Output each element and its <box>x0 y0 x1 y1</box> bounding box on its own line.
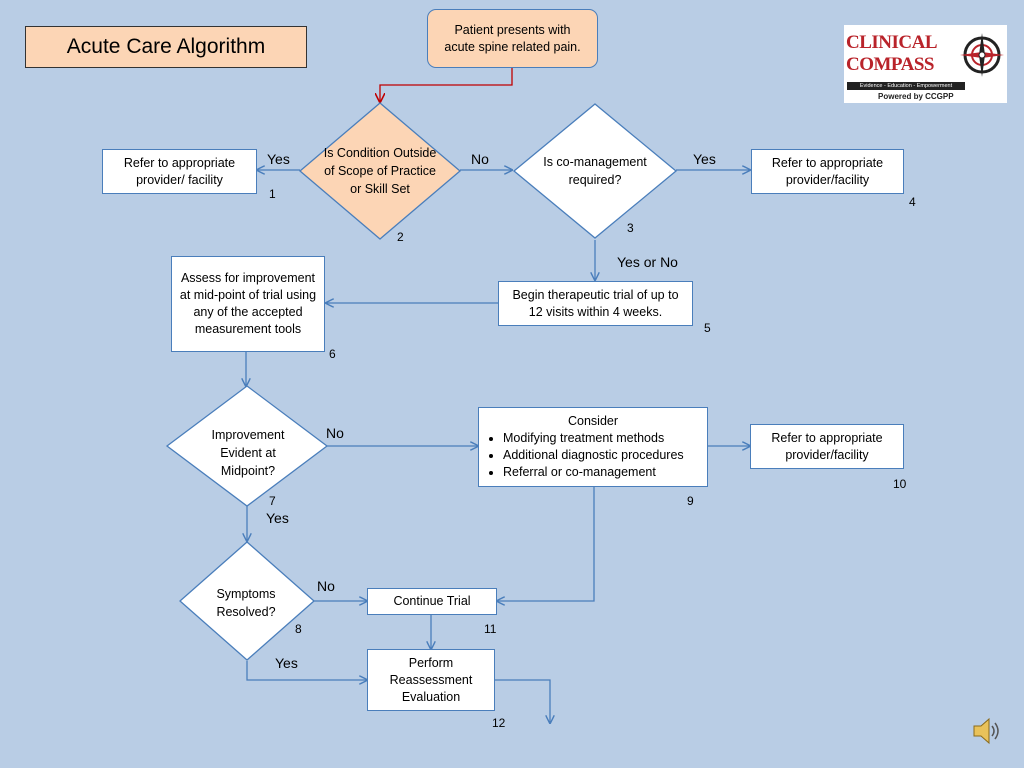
node-9-heading: Consider <box>567 414 619 428</box>
node-9-list: Modifying treatment methods Additional d… <box>479 430 707 481</box>
node-number-11: 11 <box>484 622 497 636</box>
node-11-continue-trial: Continue Trial <box>367 588 497 615</box>
node-7-text: Improvement Evident at Midpoint? <box>211 428 285 478</box>
node-number-3: 3 <box>627 221 634 235</box>
node-9-item: Modifying treatment methods <box>503 430 707 447</box>
decision-7-shape <box>165 385 329 507</box>
node-6-text: Assess for improvement at mid-point of t… <box>179 271 317 336</box>
compass-icon <box>960 33 1004 77</box>
edge-label-no: No <box>471 151 489 167</box>
node-1-refer-provider: Refer to appropriate provider/ facility <box>102 149 257 194</box>
decision-2-shape <box>298 102 462 240</box>
node-number-4: 4 <box>909 195 916 209</box>
node-10-refer-provider: Refer to appropriate provider/facility <box>750 424 904 469</box>
start-node-text: Patient presents with acute spine relate… <box>444 22 581 54</box>
logo-powered-by: Powered by CCGPP <box>878 92 954 101</box>
page-title: Acute Care Algorithm <box>25 26 307 68</box>
node-11-text: Continue Trial <box>393 594 471 608</box>
edge-label-yes: Yes <box>266 510 289 526</box>
speaker-icon[interactable] <box>970 714 1004 748</box>
node-number-12: 12 <box>492 716 506 730</box>
node-1-text: Refer to appropriate provider/ facility <box>123 155 236 187</box>
node-number-6: 6 <box>329 347 336 361</box>
node-12-text: Perform Reassessment Evaluation <box>389 655 473 704</box>
edge-label-yes: Yes <box>275 655 298 671</box>
node-12-reassessment: Perform Reassessment Evaluation <box>367 649 495 711</box>
node-3-text: Is co-management required? <box>543 155 647 187</box>
node-6-assess-improvement: Assess for improvement at mid-point of t… <box>171 256 325 352</box>
node-2-text: Is Condition Outside of Scope of Practic… <box>323 146 437 196</box>
edge-label-no: No <box>326 425 344 441</box>
logo-tagline: Evidence - Education - Empowerment <box>847 82 965 90</box>
node-9-item: Additional diagnostic procedures <box>503 447 707 464</box>
node-9-consider: Consider Modifying treatment methods Add… <box>478 407 708 487</box>
node-4-refer-provider: Refer to appropriate provider/facility <box>751 149 904 194</box>
node-5-text: Begin therapeutic trial of up to 12 visi… <box>512 287 679 319</box>
start-node: Patient presents with acute spine relate… <box>427 9 598 68</box>
node-5-therapeutic-trial: Begin therapeutic trial of up to 12 visi… <box>498 281 693 326</box>
logo-line-2: COMPASS <box>846 54 934 75</box>
decision-8-shape <box>179 541 315 661</box>
node-number-1: 1 <box>269 187 276 201</box>
node-number-9: 9 <box>687 494 694 508</box>
edge-label-yes: Yes <box>267 151 290 167</box>
logo-line-1: CLINICAL <box>846 32 938 53</box>
node-number-5: 5 <box>704 321 711 335</box>
node-number-10: 10 <box>893 477 907 491</box>
node-8-text: Symptoms Resolved? <box>216 587 276 619</box>
node-number-2: 2 <box>397 230 404 244</box>
node-9-item: Referral or co-management <box>503 464 707 481</box>
edge-label-no: No <box>317 578 335 594</box>
clinical-compass-logo: CLINICAL COMPASS Evidence - Education - … <box>844 25 1007 103</box>
node-number-8: 8 <box>295 622 302 636</box>
node-10-text: Refer to appropriate provider/facility <box>771 430 883 462</box>
edge-label-yes-or-no: Yes or No <box>617 254 678 270</box>
decision-3-shape <box>512 103 678 239</box>
edge-label-yes: Yes <box>693 151 716 167</box>
node-4-text: Refer to appropriate provider/facility <box>771 155 884 187</box>
node-number-7: 7 <box>269 494 276 508</box>
